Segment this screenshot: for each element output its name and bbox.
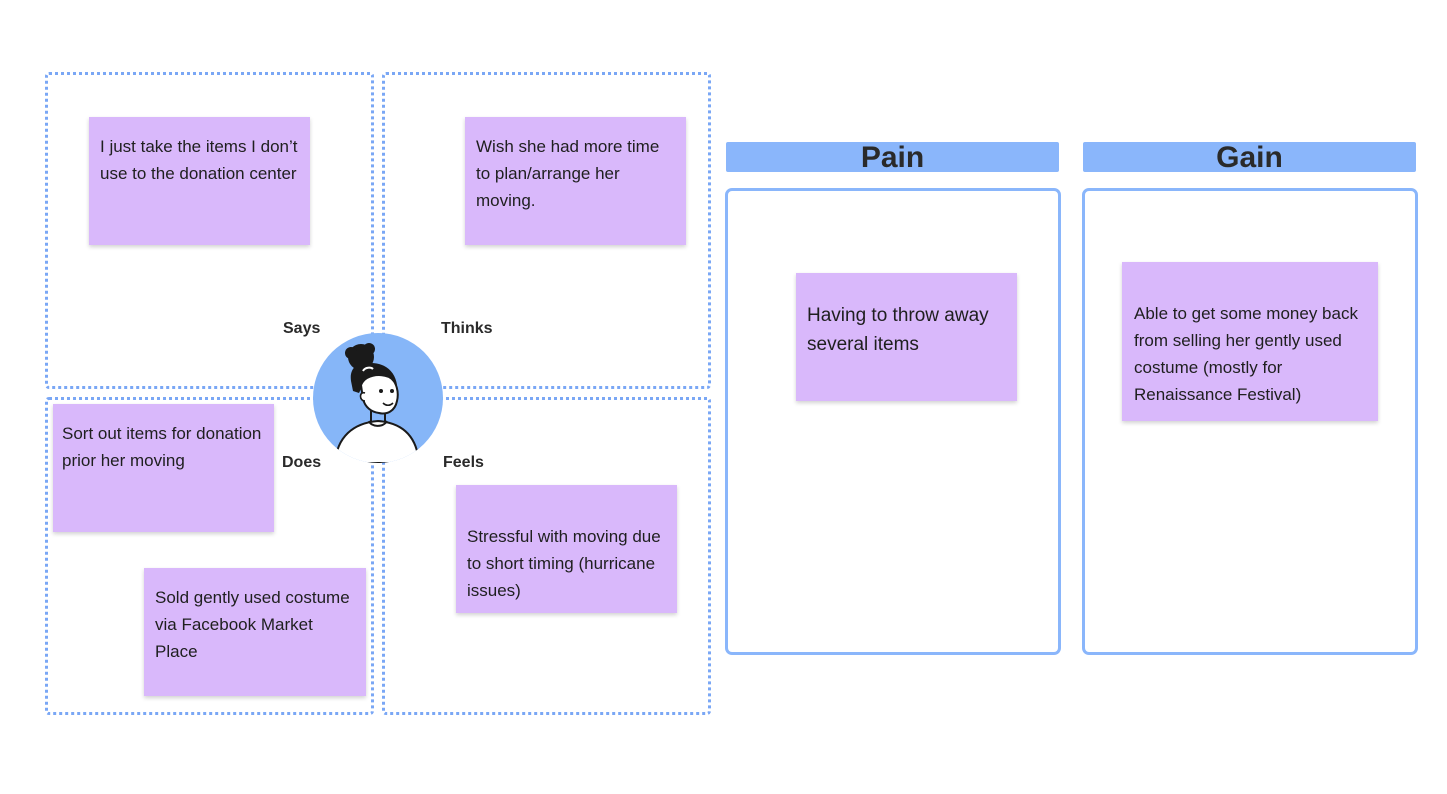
does-quadrant [45,397,374,715]
pain-panel [725,188,1061,655]
gain-header: Gain [1083,142,1416,174]
gain-panel [1082,188,1418,655]
pain-note-1: Having to throw away several items [796,273,1017,401]
does-note-1: Sort out items for donation prior her mo… [53,404,274,532]
feels-label: Feels [443,454,484,471]
says-quadrant [45,72,374,389]
does-note-2: Sold gently used costume via Facebook Ma… [144,568,366,696]
says-note-1: I just take the items I don’t use to the… [89,117,310,245]
thinks-quadrant [382,72,711,389]
feels-note-1: Stressful with moving due to short timin… [456,485,677,613]
feels-quadrant [382,397,711,715]
avatar-illustration [333,343,421,463]
thinks-note-1: Wish she had more time to plan/arrange h… [465,117,686,245]
thinks-label: Thinks [441,320,493,337]
says-label: Says [283,320,321,337]
person-avatar-icon [313,333,443,463]
does-label: Does [282,454,322,471]
gain-note-1: Able to get some money back from selling… [1122,262,1378,421]
pain-header: Pain [726,142,1059,174]
